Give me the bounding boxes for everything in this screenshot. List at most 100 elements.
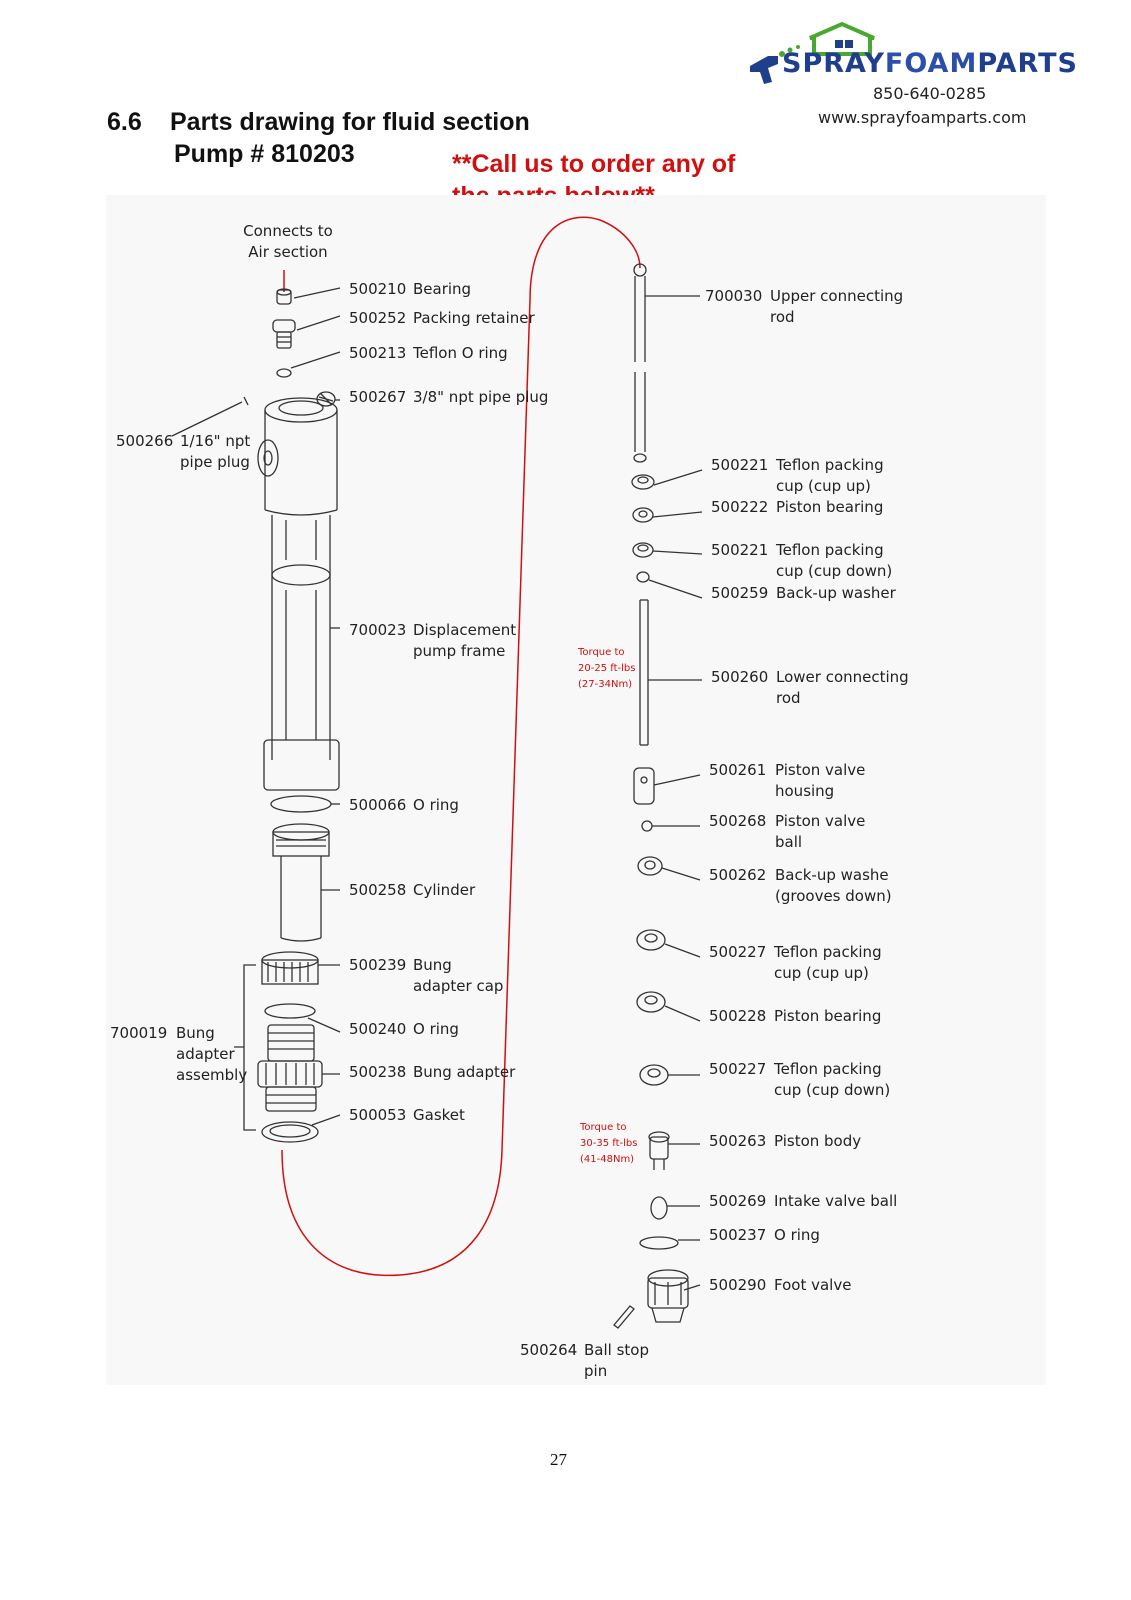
part-number: 500261 bbox=[709, 761, 766, 779]
air-section-note-line2: Air section bbox=[248, 243, 327, 261]
part-number: 500268 bbox=[709, 812, 766, 830]
part-description: Lower connecting bbox=[776, 668, 909, 686]
part-number: 500266 bbox=[116, 432, 173, 450]
part-description: Piston valve bbox=[775, 812, 865, 830]
part-number: 500239 bbox=[349, 956, 406, 974]
lower-connecting-rod-part-icon bbox=[639, 599, 649, 746]
part-description-line2: cup (cup up) bbox=[774, 964, 869, 982]
torque-line1: Torque to bbox=[577, 647, 625, 658]
back-up-washer-part-icon bbox=[636, 571, 650, 583]
small-pipe-plug-part-icon bbox=[243, 396, 249, 406]
right-part-label-piston-bearing-500228: 500228 Piston bearing bbox=[709, 1007, 881, 1025]
part-description: Gasket bbox=[413, 1106, 465, 1124]
pump-frame-body-part-icon bbox=[263, 515, 340, 791]
part-description: Upper connecting bbox=[770, 287, 903, 305]
part-number: 500267 bbox=[349, 388, 406, 406]
part-description: Displacement bbox=[413, 621, 516, 639]
part-description: Piston body bbox=[774, 1132, 861, 1150]
teflon-cup-down-500227-part-icon bbox=[639, 1064, 669, 1086]
left-part-label-bung-adapter-cap: 500239 Bung adapter cap bbox=[349, 956, 503, 995]
torque-line3: (41-48Nm) bbox=[580, 1154, 634, 1165]
part-number: 500053 bbox=[349, 1106, 406, 1124]
part-description: Back-up washer bbox=[776, 584, 897, 602]
part-description: Bung bbox=[413, 956, 452, 974]
part-description-line2: rod bbox=[776, 689, 801, 707]
part-description: O ring bbox=[774, 1226, 820, 1244]
part-description: Foot valve bbox=[774, 1276, 851, 1294]
part-number: 500221 bbox=[711, 456, 768, 474]
part-description: Teflon packing bbox=[773, 943, 882, 961]
diagram-background bbox=[106, 195, 1046, 1385]
part-number: 500290 bbox=[709, 1276, 766, 1294]
logo-text-parts: PARTS bbox=[977, 48, 1078, 79]
left-part-label-cylinder: 500258 Cylinder bbox=[349, 881, 476, 899]
ball-stop-pin-part-icon bbox=[613, 1305, 635, 1329]
torque-line2: 30-35 ft-lbs bbox=[580, 1138, 637, 1149]
piston-bearing-500228-part-icon bbox=[636, 991, 666, 1013]
part-description: Teflon packing bbox=[775, 456, 884, 474]
air-section-note: Connects to Air section bbox=[243, 222, 333, 261]
part-number: 500228 bbox=[709, 1007, 766, 1025]
part-description-line2: housing bbox=[775, 782, 834, 800]
part-description-line2: pin bbox=[584, 1362, 607, 1380]
part-description-line2: cup (cup down) bbox=[776, 562, 892, 580]
foot-valve-part-icon bbox=[647, 1269, 689, 1323]
torque-note-lower-rod: Torque to 20-25 ft-lbs (27-34Nm) bbox=[577, 647, 635, 690]
teflon-o-ring-part-icon bbox=[276, 368, 292, 378]
teflon-cup-up-500227-part-icon bbox=[636, 929, 666, 951]
part-description: Teflon packing bbox=[775, 541, 884, 559]
right-part-label-foot-valve: 500290 Foot valve bbox=[709, 1276, 851, 1294]
part-number: 500222 bbox=[711, 498, 768, 516]
part-number: 500238 bbox=[349, 1063, 406, 1081]
torque-note-piston-body: Torque to 30-35 ft-lbs (41-48Nm) bbox=[579, 1122, 637, 1165]
section-title: Parts drawing for fluid section bbox=[170, 108, 530, 136]
logo-text-foam: FOAM bbox=[884, 48, 978, 79]
part-number: 500258 bbox=[349, 881, 406, 899]
connector-loop bbox=[281, 216, 641, 1277]
part-number: 500262 bbox=[709, 866, 766, 884]
part-number: 500066 bbox=[349, 796, 406, 814]
part-description: Piston bearing bbox=[776, 498, 883, 516]
part-description: Cylinder bbox=[413, 881, 476, 899]
part-description: Packing retainer bbox=[413, 309, 536, 327]
part-description-line2: ball bbox=[775, 833, 802, 851]
piston-valve-housing-part-icon bbox=[633, 767, 655, 805]
contact-website: www.sprayfoamparts.com bbox=[818, 108, 1027, 127]
page-number: 27 bbox=[550, 1450, 567, 1469]
bung-adapter-cap-part-icon bbox=[261, 951, 319, 985]
part-description: Piston bearing bbox=[774, 1007, 881, 1025]
part-description: Teflon O ring bbox=[412, 344, 508, 362]
part-description-line2: adapter cap bbox=[413, 977, 503, 995]
part-description: Bearing bbox=[413, 280, 471, 298]
teflon-cup-up-part-icon bbox=[631, 474, 655, 490]
part-description: Back-up washe bbox=[775, 866, 889, 884]
part-number: 700030 bbox=[705, 287, 762, 305]
left-part-label-gasket: 500053 Gasket bbox=[349, 1106, 465, 1124]
section-number: 6.6 bbox=[107, 108, 142, 136]
bung-adapter-part-icon bbox=[257, 1024, 323, 1112]
o-ring-500240-part-icon bbox=[264, 1003, 316, 1019]
house-spray-gun-logo-icon bbox=[750, 21, 875, 84]
teflon-cup-down-part-icon bbox=[632, 542, 654, 558]
part-description-line2: (grooves down) bbox=[775, 887, 892, 905]
part-number: 500240 bbox=[349, 1020, 406, 1038]
part-number: 500269 bbox=[709, 1192, 766, 1210]
torque-line3: (27-34Nm) bbox=[578, 679, 632, 690]
piston-valve-ball-part-icon bbox=[641, 820, 653, 832]
part-description: Bung bbox=[176, 1024, 215, 1042]
part-description: Ball stop bbox=[584, 1341, 649, 1359]
